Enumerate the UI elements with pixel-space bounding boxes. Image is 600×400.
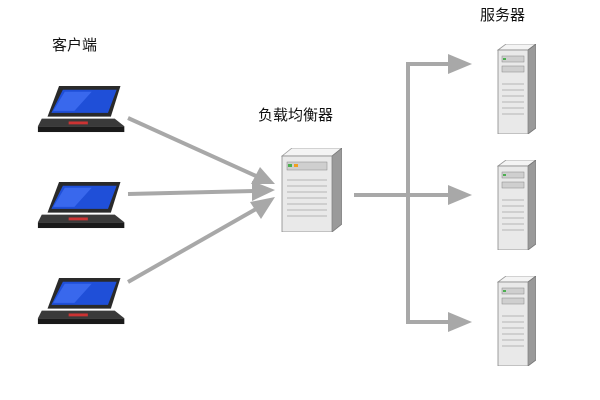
clients-label: 客户端 [52,36,98,54]
client-laptop-1-icon [37,85,125,133]
server-arrows [354,54,472,332]
load-balancer-label: 负载均衡器 [258,106,334,124]
load-balancer-icon [281,148,342,232]
servers-label: 服务器 [480,6,526,24]
client-laptop-3-icon [37,277,125,325]
client-laptop-2-icon [37,181,125,229]
server-1-icon [497,44,536,134]
client-arrows [127,116,275,284]
server-2-icon [497,160,536,250]
server-3-icon [497,276,536,366]
